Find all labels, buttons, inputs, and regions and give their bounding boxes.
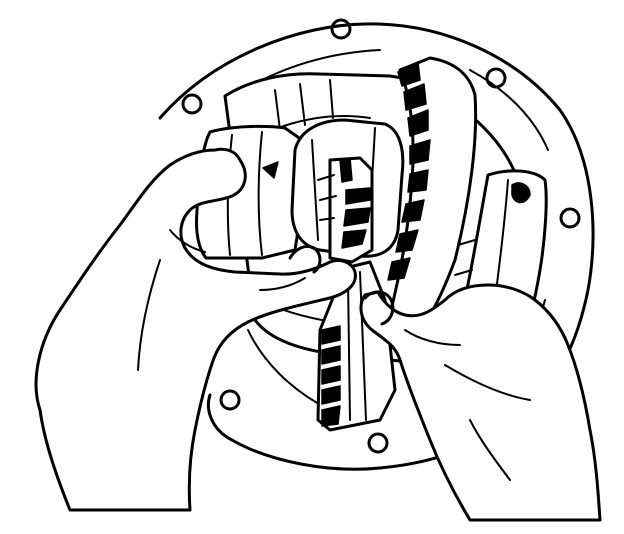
bolt-hole-icon [219, 389, 241, 411]
ring-gear [378, 56, 478, 352]
left-hand [34, 147, 357, 512]
bolt-hole-icon [367, 432, 389, 454]
bolt-hole-icon [330, 18, 352, 40]
bolt-hole-icon [181, 93, 203, 115]
right-hand [359, 283, 602, 522]
ring-gear-teeth [387, 61, 431, 281]
side-gear [317, 156, 374, 264]
bolt-hole-icon [559, 207, 581, 229]
bolt-hole-icon [485, 67, 507, 89]
